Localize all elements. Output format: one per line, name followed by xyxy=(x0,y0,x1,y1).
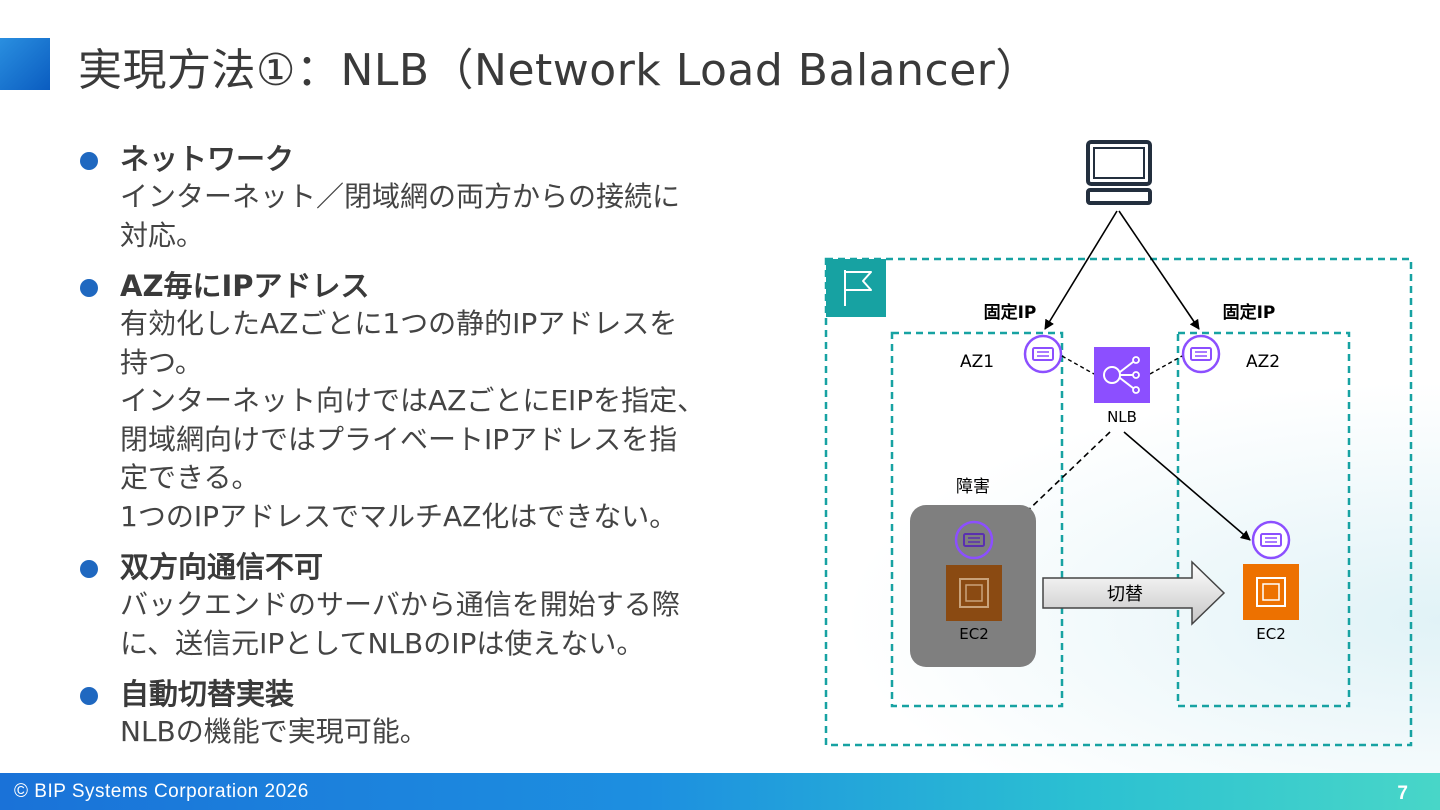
bullet-dot xyxy=(80,279,98,297)
az1-boundary xyxy=(890,331,1064,708)
ec2-instance-icon xyxy=(1243,564,1299,620)
bullet-text: 持つ。 xyxy=(120,345,203,379)
region-flag-icon xyxy=(826,259,886,317)
network-interface-icon xyxy=(1023,334,1063,374)
bullet-text: NLBの機能で実現可能。 xyxy=(120,715,428,748)
bullet-text: インターネット向けではAZごとにEIPを指定、 xyxy=(120,384,706,417)
client-to-eni-right-arrow xyxy=(1118,210,1200,330)
az2-label: AZ2 xyxy=(1246,352,1280,372)
bullet-dot xyxy=(80,560,98,578)
title-accent-bar xyxy=(0,38,50,90)
network-interface-icon xyxy=(954,520,994,560)
bullet-heading: 双方向通信不可 xyxy=(120,550,324,584)
fixed-ip-label-left: 固定IP xyxy=(984,302,1037,323)
network-interface-icon xyxy=(1251,520,1291,560)
bullet-text: 閉域網向けではプライベートIPアドレスを指 xyxy=(120,422,678,456)
bullet-text: 対応。 xyxy=(120,218,205,252)
region-boundary xyxy=(824,257,1413,747)
bullet-text: 定できる。 xyxy=(120,461,260,494)
computer-icon xyxy=(1086,140,1152,205)
switch-arrow xyxy=(1042,560,1226,626)
bullet-list: ネットワーク インターネット／閉域網の両方からの接続に 対応。 AZ毎にIPアド… xyxy=(78,140,778,764)
bullet-dot xyxy=(80,687,98,705)
bullet-dot xyxy=(80,152,98,170)
az2-boundary xyxy=(1176,331,1351,708)
failure-label: 障害 xyxy=(956,477,990,497)
load-balancer-icon xyxy=(1094,347,1150,403)
ec2-instance-icon xyxy=(946,565,1002,621)
switch-label: 切替 xyxy=(1107,584,1143,605)
footer-bar: © BIP Systems Corporation 2026 7 xyxy=(0,773,1440,810)
bullet-heading: ネットワーク xyxy=(120,142,295,176)
page-title: 実現方法①：NLB（Network Load Balancer） xyxy=(78,45,1040,96)
bullet-item-auto-failover: 自動切替実装 NLBの機能で実現可能。 xyxy=(78,675,778,752)
network-interface-icon xyxy=(1181,334,1221,374)
bullet-text: バックエンドのサーバから通信を開始する際 xyxy=(120,588,680,621)
bullet-text: に、送信元IPとしてNLBのIPは使えない。 xyxy=(120,626,645,660)
fixed-ip-label-right: 固定IP xyxy=(1223,302,1276,323)
copyright-text: © BIP Systems Corporation 2026 xyxy=(14,781,309,802)
bullet-item-az-ip: AZ毎にIPアドレス 有効化したAZごとに1つの静的IPアドレスを 持つ。 イン… xyxy=(78,267,778,536)
nlb-to-active-ec2-arrow xyxy=(1123,431,1251,541)
eni-nlb-link-right xyxy=(1149,355,1183,375)
bullet-heading: 自動切替実装 xyxy=(120,677,295,711)
page-number: 7 xyxy=(1397,783,1408,804)
bullet-text: インターネット／閉域網の両方からの接続に xyxy=(120,180,681,213)
bullet-text: 1つのIPアドレスでマルチAZ化はできない。 xyxy=(120,499,678,533)
nlb-label: NLB xyxy=(1107,408,1137,426)
bullet-text: 有効化したAZごとに1つの静的IPアドレスを xyxy=(120,307,678,340)
bullet-item-network: ネットワーク インターネット／閉域網の両方からの接続に 対応。 xyxy=(78,140,778,255)
eni-nlb-link-left xyxy=(1061,355,1095,375)
client-to-eni-left-arrow xyxy=(1044,210,1118,330)
ec2-label-right: EC2 xyxy=(1256,625,1286,643)
ec2-label-left: EC2 xyxy=(959,625,989,643)
az1-label: AZ1 xyxy=(960,352,994,372)
bullet-item-bidirectional: 双方向通信不可 バックエンドのサーバから通信を開始する際 に、送信元IPとしてN… xyxy=(78,548,778,663)
bullet-heading: AZ毎にIPアドレス xyxy=(120,269,370,303)
